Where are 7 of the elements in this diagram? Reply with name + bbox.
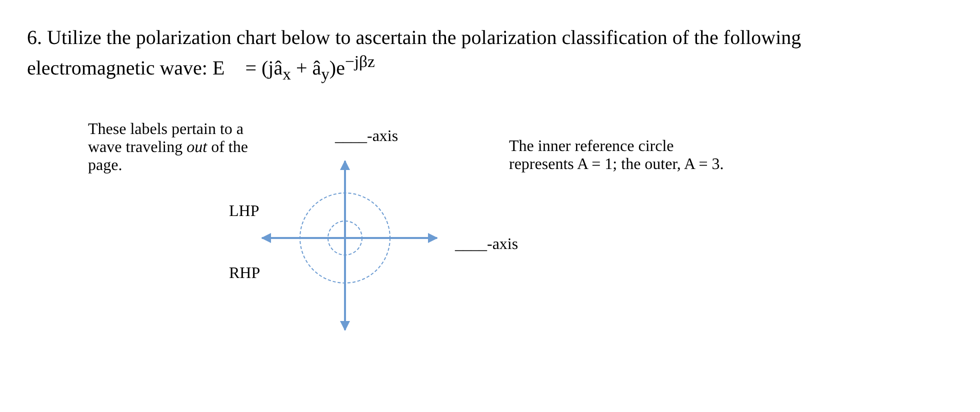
polarization-label: RHP	[229, 265, 260, 283]
note-text: These labels pertain to a wave traveling out of the page.	[88, 121, 249, 175]
axis-label: ____-axis	[455, 236, 518, 254]
question-text: 6. Utilize the polarization chart below to ascertain the polarization classification of the following electromagnetic wave: E⃗ = (jâ$_{x}$ + â$_{y}$)e$^{−jβz}$	[27, 26, 802, 86]
polarization-label: LHP	[229, 203, 260, 221]
note-text: The inner reference circle represents A = 1; the outer, A = 3.	[509, 138, 725, 174]
axis-label: ____-axis	[335, 128, 398, 146]
